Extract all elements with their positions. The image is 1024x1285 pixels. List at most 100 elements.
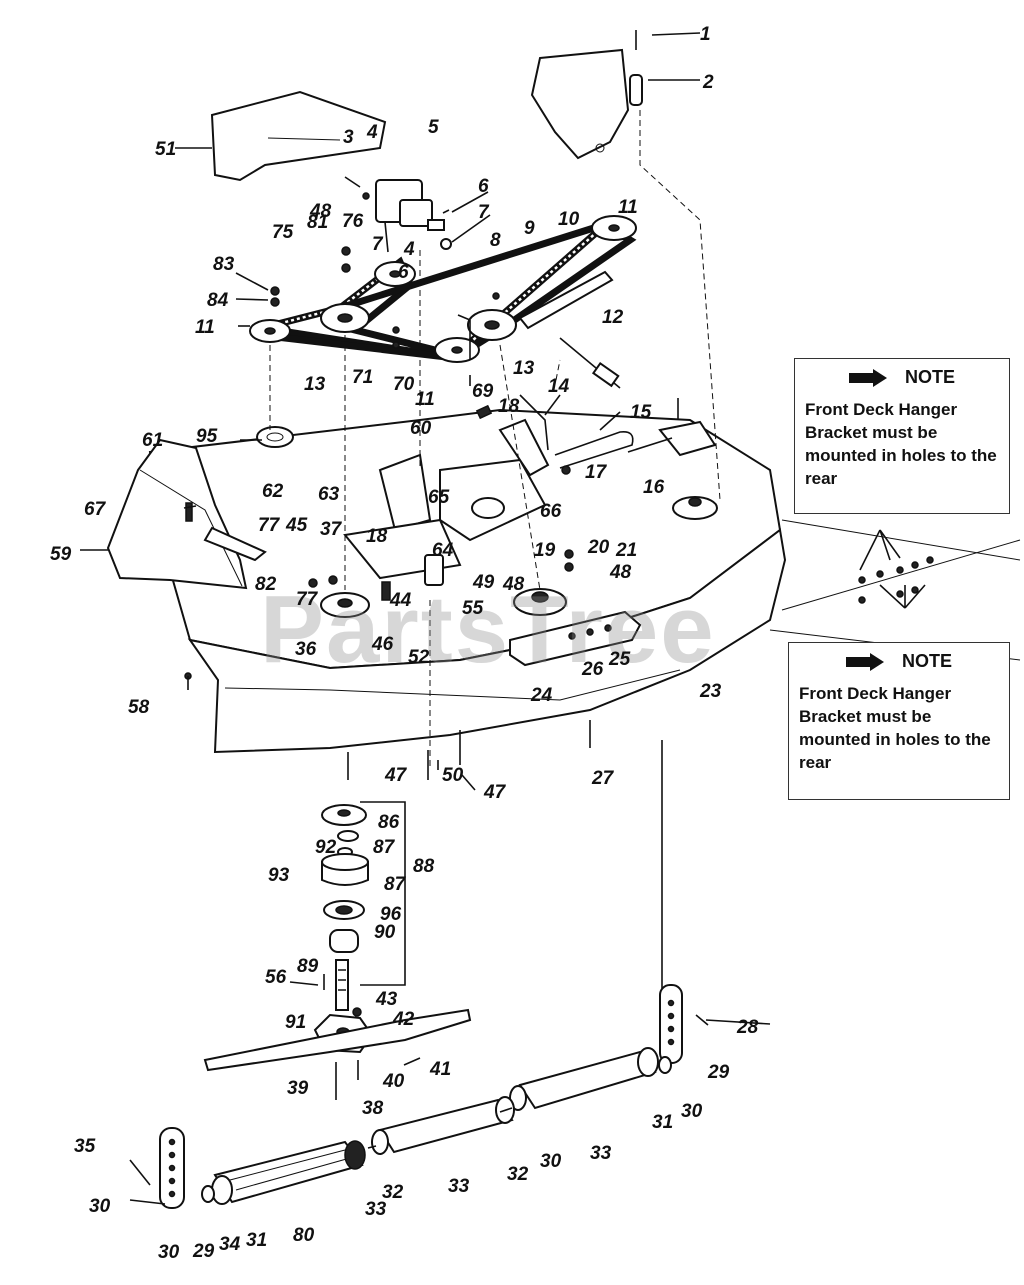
callout-number-11: 11 (195, 317, 215, 338)
belt-cover-left (210, 90, 387, 182)
callout-number-76: 76 (342, 211, 364, 232)
callout-number-23: 23 (699, 681, 722, 702)
note-title: NOTE (904, 367, 955, 387)
callout-number-21: 21 (615, 540, 637, 561)
callout-number-77: 77 (258, 515, 281, 536)
deck-skirt (187, 528, 787, 754)
callout-number-47: 47 (483, 782, 507, 803)
rear-roller-bracket (659, 984, 683, 1064)
callout-number-81: 81 (307, 212, 328, 233)
callout-number-48: 48 (502, 574, 525, 595)
right-arrow-icon (845, 652, 884, 671)
watermark: PartsTree (260, 576, 716, 683)
callout-number-18: 18 (498, 396, 520, 417)
callout-number-18: 18 (366, 526, 388, 547)
callout-number-89: 89 (297, 956, 319, 977)
callout-number-35: 35 (74, 1136, 96, 1157)
callout-number-13: 13 (513, 358, 535, 379)
callout-number-92: 92 (315, 837, 337, 858)
pulley-13-left (320, 303, 370, 333)
hanger-holes (858, 556, 934, 604)
callout-number-40: 40 (382, 1071, 405, 1092)
callout-number-9: 9 (524, 218, 535, 239)
discharge-chute (106, 438, 248, 590)
roller-assembly (201, 1047, 672, 1205)
callout-number-12: 12 (602, 307, 624, 328)
callout-number-30: 30 (681, 1101, 703, 1122)
spindle-stack (321, 804, 369, 1011)
pulley-11-left (249, 319, 291, 343)
callout-number-32: 32 (382, 1182, 404, 1203)
callout-number-50: 50 (442, 765, 464, 786)
callout-number-60: 60 (410, 418, 432, 439)
callout-number-5: 5 (428, 117, 439, 138)
callout-number-70: 70 (393, 374, 415, 395)
callout-number-38: 38 (362, 1098, 384, 1119)
spindle-center (513, 588, 567, 616)
right-arrow-icon (848, 368, 887, 387)
washer-95 (256, 426, 294, 448)
pulley-11-center (434, 337, 480, 363)
callout-number-64: 64 (432, 540, 454, 561)
callout-number-47: 47 (384, 765, 408, 786)
idler-bracket (343, 394, 634, 601)
callout-number-71: 71 (352, 367, 373, 388)
note-title: NOTE (901, 651, 952, 671)
callout-number-29: 29 (707, 1062, 730, 1083)
callout-number-43: 43 (375, 989, 398, 1010)
callout-number-4: 4 (366, 122, 378, 143)
belt-cover-right (530, 48, 630, 160)
callout-number-63: 63 (318, 484, 340, 505)
gearbox (375, 179, 445, 253)
callout-number-25: 25 (608, 649, 631, 670)
note-box-bottom: NOTE Front Deck Hanger Bracket must be m… (788, 642, 1010, 800)
callout-number-67: 67 (84, 499, 107, 520)
callout-number-44: 44 (389, 590, 412, 611)
callout-number-6: 6 (398, 262, 409, 283)
callout-number-51: 51 (155, 139, 176, 160)
callout-number-1: 1 (700, 24, 711, 45)
callout-number-7: 7 (372, 234, 384, 255)
callout-number-48: 48 (309, 201, 332, 222)
pulley-76 (374, 261, 416, 287)
callout-number-11: 11 (415, 389, 435, 410)
callout-number-59: 59 (50, 544, 72, 565)
note-heading: NOTE (805, 367, 999, 388)
note-text: Front Deck Hanger Bracket must be mounte… (799, 684, 991, 772)
callout-number-36: 36 (295, 639, 317, 660)
callout-number-7: 7 (478, 202, 490, 223)
callout-number-39: 39 (287, 1078, 309, 1099)
callout-number-93: 93 (268, 865, 290, 886)
note-text: Front Deck Hanger Bracket must be mounte… (805, 400, 997, 488)
callout-number-82: 82 (255, 574, 277, 595)
tension-rod (518, 270, 621, 389)
callout-number-26: 26 (581, 659, 604, 680)
pulley-13-right (467, 309, 517, 341)
leader-lines (80, 32, 771, 1066)
callout-number-41: 41 (429, 1059, 451, 1080)
callout-number-20: 20 (587, 537, 610, 558)
callout-number-24: 24 (530, 685, 553, 706)
callout-number-86: 86 (378, 812, 400, 833)
callout-number-91: 91 (285, 1012, 306, 1033)
callout-number-69: 69 (472, 381, 494, 402)
callout-number-75: 75 (272, 222, 294, 243)
pulley-11-right (591, 215, 637, 241)
callout-number-55: 55 (462, 598, 484, 619)
note-heading: NOTE (799, 651, 999, 672)
callout-number-2: 2 (702, 72, 714, 93)
callout-number-48: 48 (609, 562, 632, 583)
callout-number-49: 49 (472, 572, 495, 593)
callout-number-95: 95 (196, 426, 218, 447)
callout-number-6: 6 (478, 176, 489, 197)
callout-number-3: 3 (343, 127, 354, 148)
callout-number-15: 15 (630, 402, 652, 423)
callout-number-14: 14 (548, 376, 570, 397)
callout-number-62: 62 (262, 481, 284, 502)
callout-number-45: 45 (285, 515, 308, 536)
callout-number-8: 8 (490, 230, 501, 251)
callout-number-4: 4 (403, 239, 415, 260)
spindle-right (672, 496, 718, 520)
callout-number-77: 77 (296, 589, 319, 610)
